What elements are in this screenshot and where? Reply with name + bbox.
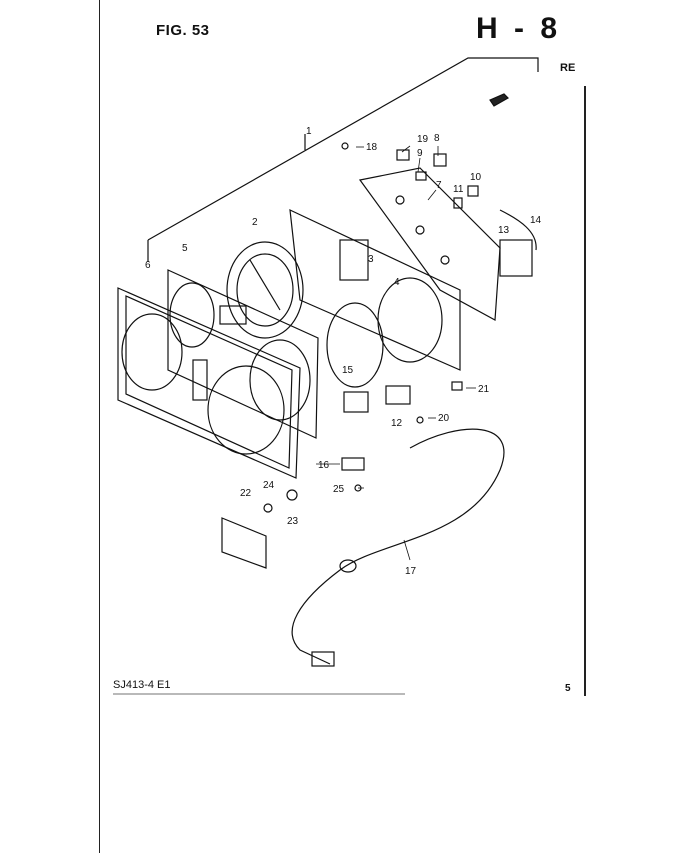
callout-12: 12 [391, 418, 403, 429]
bracket-part [221, 517, 267, 569]
meter-case [289, 209, 461, 388]
callout-11: 11 [453, 184, 464, 195]
direction-arrow-icon [489, 93, 509, 107]
meter-bezel [117, 287, 301, 479]
page-number: 5 [565, 683, 571, 694]
small-bulb-parts [263, 142, 479, 513]
callout-9: 9 [417, 148, 423, 159]
corner-text: RE [560, 62, 576, 74]
callout-5: 5 [182, 243, 188, 254]
printed-circuit-board [358, 167, 501, 321]
callout-6: 6 [145, 260, 151, 271]
callout-20: 20 [438, 413, 450, 424]
page-border-left [99, 0, 100, 853]
callout-8: 8 [434, 133, 440, 144]
callout-15: 15 [342, 365, 354, 376]
callout-19: 19 [417, 134, 429, 145]
callout-24: 24 [263, 480, 275, 491]
callout-7: 7 [436, 180, 442, 191]
callout-23: 23 [287, 516, 299, 527]
meter-lens [167, 269, 319, 439]
callout-10: 10 [470, 172, 482, 183]
callout-22: 22 [240, 488, 252, 499]
callout-17: 17 [405, 566, 417, 577]
callout-4: 4 [394, 277, 400, 288]
connector-socket [499, 209, 537, 277]
callout-13: 13 [498, 225, 510, 236]
page-border-right [584, 86, 586, 696]
callout-1: 1 [306, 126, 312, 137]
callout-3: 3 [368, 254, 374, 265]
dial-plate [226, 241, 304, 339]
model-code: SJ413-4 E1 [113, 679, 171, 691]
callout-21: 21 [478, 384, 490, 395]
figure-label: FIG. 53 [156, 22, 210, 39]
section-code: H - 8 [476, 12, 562, 45]
callout-25: 25 [333, 484, 345, 495]
callout-14: 14 [530, 215, 542, 226]
speedometer-cable [291, 428, 505, 667]
callout-16: 16 [318, 460, 330, 471]
callout-18: 18 [366, 142, 378, 153]
callout-2: 2 [252, 217, 258, 228]
